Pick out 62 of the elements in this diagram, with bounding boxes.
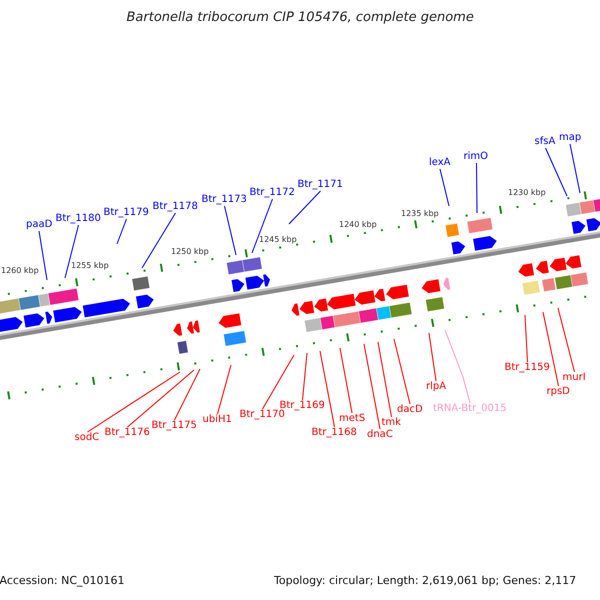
gene-label: Btr_1175: [152, 420, 197, 432]
gene-label: rlpA: [426, 381, 446, 393]
leader-line: [394, 338, 410, 404]
leader-line: [87, 372, 180, 432]
leader-line: [142, 212, 176, 268]
leader-line: [378, 342, 392, 418]
leader-line: [542, 312, 559, 386]
gene-label: Btr_1179: [104, 207, 149, 219]
leader-line: [524, 314, 528, 362]
gene-label: ubiH1: [202, 414, 232, 426]
leader-line: [38, 230, 48, 280]
gene-label: lexA: [429, 157, 451, 169]
coordinate-label: 1255 kbp: [71, 261, 109, 271]
coordinate-label: 1230 kbp: [508, 188, 546, 198]
gene-label: Btr_1176: [104, 427, 150, 439]
gene-label: Btr_1178: [152, 201, 198, 213]
leader-line: [340, 348, 352, 414]
leader-line: [476, 162, 478, 214]
gene-label: sfsA: [534, 136, 556, 148]
gene-label: dacD: [397, 404, 423, 416]
gene-label: Btr_1180: [56, 213, 101, 225]
gene-label: sodC: [74, 432, 100, 444]
coordinate-label: 1260 kbp: [1, 266, 39, 276]
coordinate-label: 1235 kbp: [401, 209, 439, 219]
summary-text: Topology: circular; Length: 2,619,061 bp; Genes: 2,117: [274, 574, 576, 588]
leader-line: [440, 168, 450, 206]
gene-label: rpsD: [546, 386, 570, 398]
leader-line: [217, 364, 232, 414]
leader-line: [64, 224, 79, 278]
leader-line: [252, 198, 273, 254]
leader-line: [320, 350, 335, 428]
coordinate-label: 1250 kbp: [171, 247, 209, 257]
leader-line: [364, 344, 380, 430]
gene-label: Btr_1171: [298, 179, 343, 191]
leader-line: [262, 354, 294, 410]
leader-line: [570, 144, 580, 194]
gene-label: murI: [562, 372, 586, 384]
leader-line: [545, 148, 568, 196]
coordinate-label: 1240 kbp: [339, 220, 377, 230]
gene-label: Btr_1170: [240, 409, 285, 421]
coordinate-label: 1245 kbp: [259, 235, 297, 245]
leader-line: [174, 368, 200, 420]
gene-label: metS: [339, 413, 366, 425]
title: Bartonella tribocorum CIP 105476, complete genome: [126, 10, 474, 26]
leader-line: [224, 206, 236, 256]
gene-label: Btr_1172: [250, 187, 295, 199]
leader-line: [116, 218, 127, 244]
gene-label: tRNA-Btr_0015: [433, 403, 507, 415]
leader-line: [444, 330, 470, 404]
leader-line: [302, 352, 308, 400]
gene-label: tmk: [382, 417, 401, 429]
gene-label: Btr_1173: [202, 194, 247, 206]
gene-label: Btr_1168: [312, 427, 357, 439]
leader-line: [288, 190, 321, 224]
leader-line: [558, 308, 575, 372]
gene-label: Btr_1159: [504, 362, 550, 374]
leader-line: [127, 370, 194, 428]
gene-label: paaD: [26, 219, 52, 231]
leader-line: [428, 332, 436, 382]
gene-label: dnaC: [367, 429, 393, 441]
gene-label: rimO: [464, 151, 488, 163]
gene-label: map: [559, 132, 582, 144]
